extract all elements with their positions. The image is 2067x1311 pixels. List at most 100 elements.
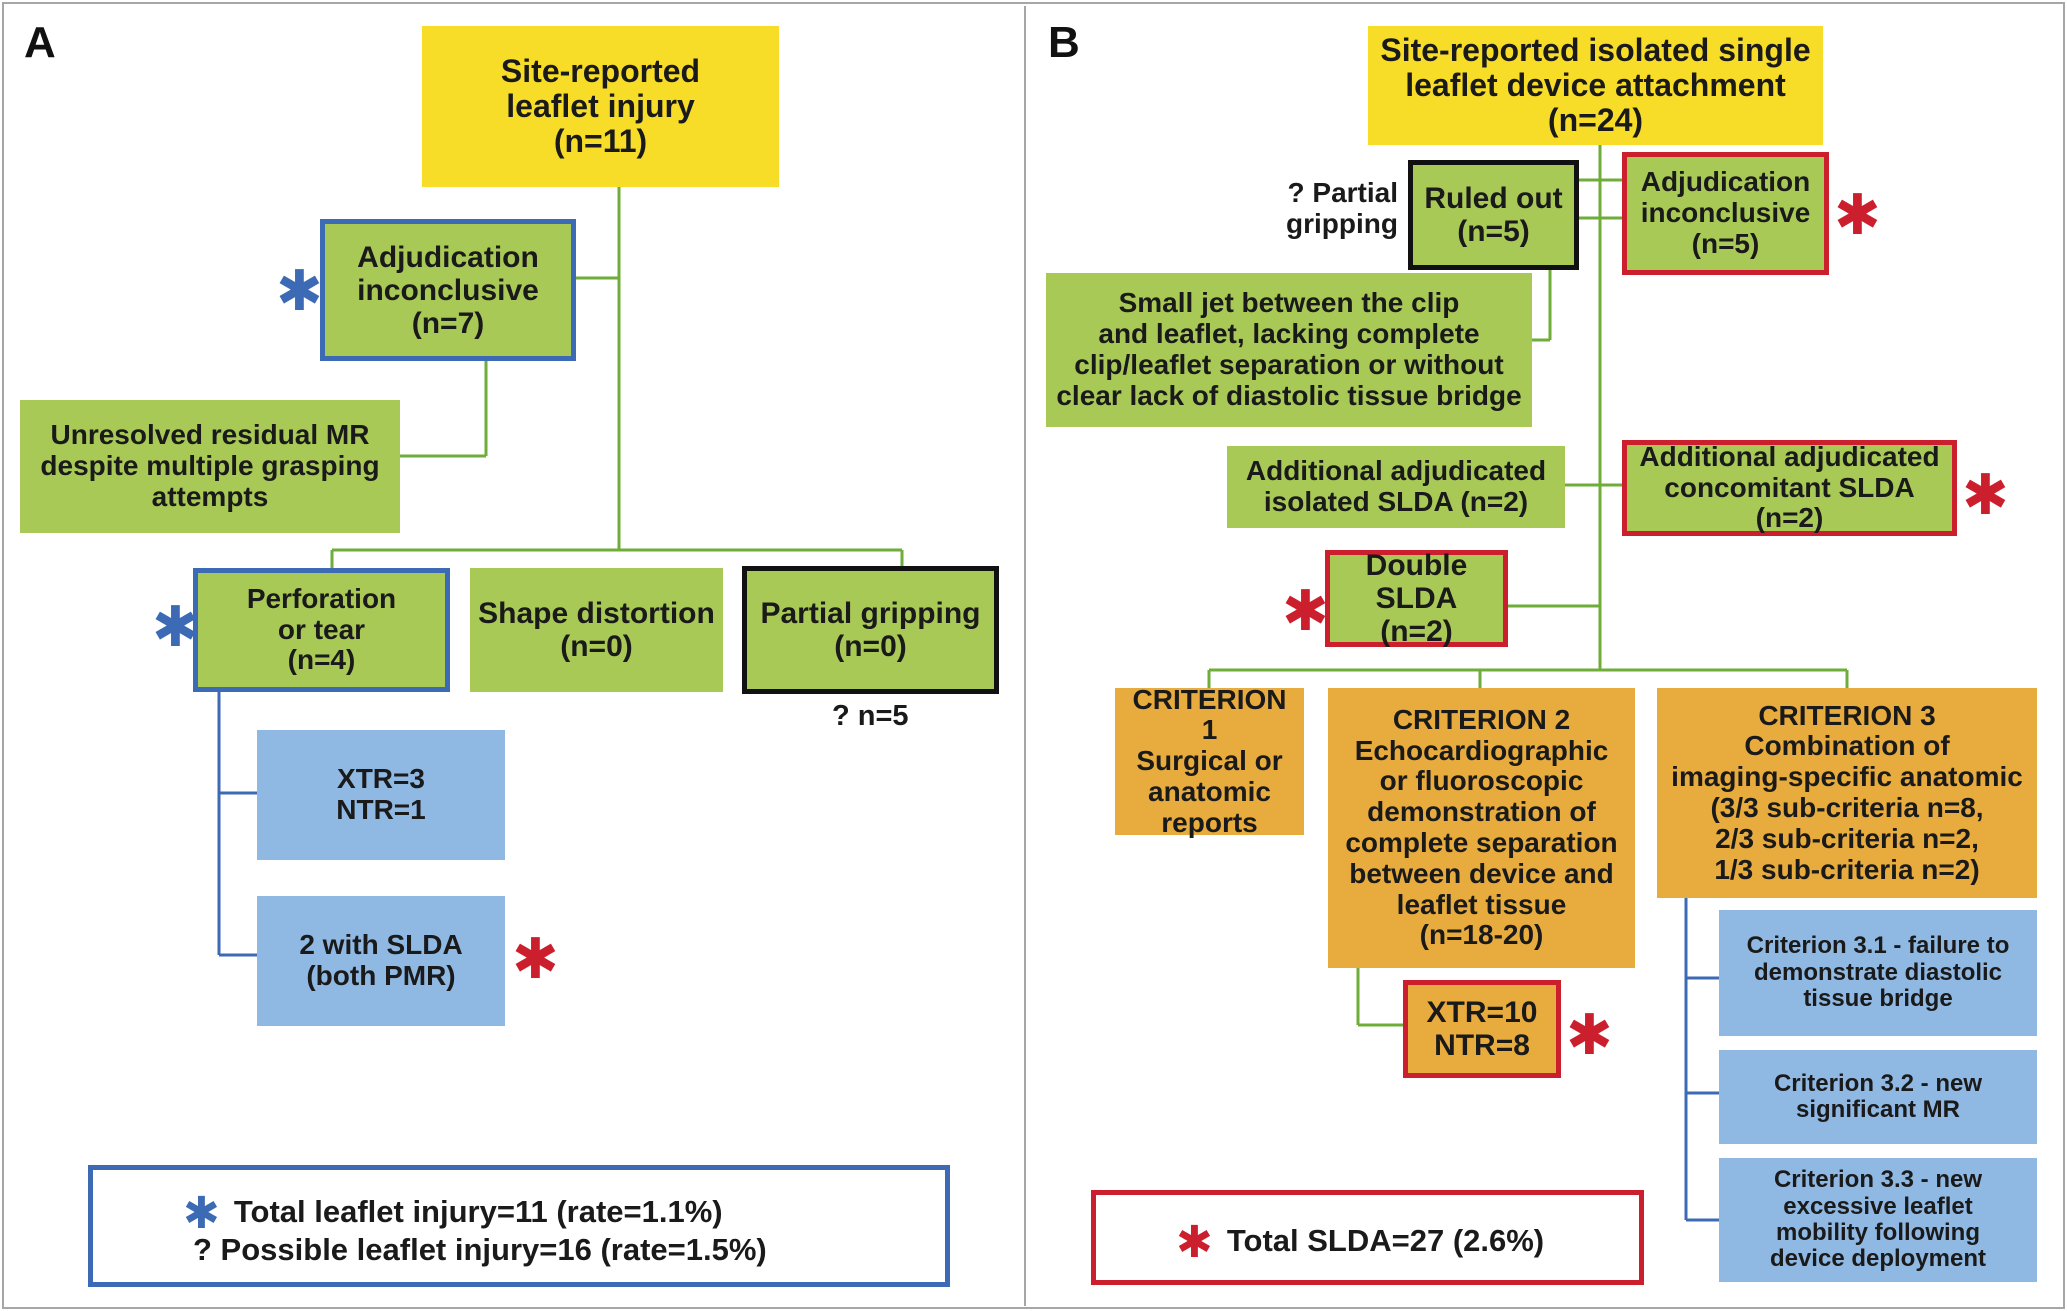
panel-b-concomitant-slda-box: Additional adjudicated concomitant SLDA … xyxy=(1622,440,1957,536)
panel-b-sub32-line1: Criterion 3.2 - new xyxy=(1773,1069,1983,1097)
panel-b-ruled-out-line2: (n=5) xyxy=(1457,215,1530,248)
panel-a-perforation-line1: Perforation xyxy=(246,582,397,614)
panel-a-legend: ✱Total leaflet injury=11 (rate=1.1%) ? P… xyxy=(88,1165,950,1287)
panel-b-sub32-line2: significant MR xyxy=(1795,1096,1960,1123)
red-asterisk-icon: ✱ xyxy=(512,927,559,992)
panel-b-criterion2-line7: leaflet tissue xyxy=(1396,888,1567,920)
panel-a-letter: A xyxy=(24,18,56,67)
panel-b-small-jet-line3: clip/leaflet separation or without xyxy=(1074,349,1504,380)
panel-b-sub31-line2: demonstrate diastolic xyxy=(1753,958,2003,986)
panel-b-sub33-box: Criterion 3.3 - new excessive leaflet mo… xyxy=(1719,1158,2037,1282)
blue-asterisk-icon: ✱ xyxy=(183,1188,220,1239)
panel-b-xtr-ntr-line1: XTR=10 xyxy=(1426,996,1538,1029)
red-asterisk-icon: ✱ xyxy=(1176,1217,1213,1268)
panel-b-double-slda-box: Double SLDA (n=2) xyxy=(1325,549,1508,648)
red-asterisk-icon: ✱ xyxy=(1282,579,1329,644)
panel-b-sub33-line3: mobility following xyxy=(1776,1219,1980,1246)
panel-b-criterion3-line3: imaging-specific anatomic xyxy=(1671,761,2023,793)
panel-b-concomitant-slda-line1: Additional adjudicated xyxy=(1639,440,1940,472)
panel-b-sub31-line1: Criterion 3.1 - failure to xyxy=(1746,932,2010,960)
panel-b-criterion2-box: CRITERION 2 Echocardiographic or fluoros… xyxy=(1328,688,1635,968)
panel-a-unresolved-line3: attempts xyxy=(151,480,269,512)
panel-b-adj-inconclusive-box: Adjudication inconclusive (n=5) xyxy=(1622,152,1829,275)
panel-divider xyxy=(1024,6,1026,1306)
panel-a-legend-row1: ✱Total leaflet injury=11 (rate=1.1%) xyxy=(183,1188,723,1239)
panel-a-shape-line2: (n=0) xyxy=(560,630,633,663)
panel-b-partial-gripping-line2: gripping xyxy=(1286,208,1398,240)
panel-b-double-slda-line2: (n=2) xyxy=(1380,615,1453,648)
panel-b-criterion3-line1: CRITERION 3 xyxy=(1758,699,1936,731)
panel-b-root-line3: (n=24) xyxy=(1547,102,1644,139)
panel-b-criterion2-line2: Echocardiographic xyxy=(1354,734,1609,766)
panel-a-partial-line2: (n=0) xyxy=(834,630,907,663)
panel-b-criterion1-line3: anatomic xyxy=(1148,775,1271,807)
panel-a-unresolved-line2: despite multiple grasping xyxy=(40,450,380,482)
panel-b-partial-gripping-line1: ? Partial xyxy=(1287,177,1398,208)
panel-a-adjudication-box: Adjudication inconclusive (n=7) xyxy=(320,219,576,361)
panel-b-sub33-line2: excessive leaflet xyxy=(1783,1192,1973,1220)
panel-b-criterion2-line6: between device and xyxy=(1349,857,1614,889)
panel-b-adj-inconclusive-line1: Adjudication xyxy=(1640,166,1811,198)
panel-b-ruled-out-box: Ruled out (n=5) xyxy=(1408,160,1579,270)
panel-b-criterion1-line4: reports xyxy=(1161,806,1258,838)
panel-a-adjudication-line2: inconclusive xyxy=(357,273,539,307)
panel-a-partial-line1: Partial gripping xyxy=(760,597,981,630)
panel-b-xtr-ntr-box: XTR=10 NTR=8 xyxy=(1403,980,1561,1078)
panel-a-slda-line2: (both PMR) xyxy=(306,960,456,991)
panel-a-xtr-line1: XTR=3 xyxy=(337,763,425,795)
panel-b-partial-gripping-label: ? Partial gripping xyxy=(1283,177,1398,240)
panel-a-unresolved-line1: Unresolved residual MR xyxy=(50,419,370,451)
panel-a-root-line3: (n=11) xyxy=(553,123,648,160)
panel-b-criterion2-line5: complete separation xyxy=(1345,827,1618,858)
blue-asterisk-icon: ✱ xyxy=(276,259,323,324)
panel-b-concomitant-slda-line2: concomitant SLDA (n=2) xyxy=(1664,471,1915,534)
panel-b-criterion2-line3: or fluoroscopic xyxy=(1379,765,1584,797)
panel-b-criterion2-line8: (n=18-20) xyxy=(1419,919,1544,951)
panel-b-small-jet-line4: clear lack of diastolic tissue bridge xyxy=(1056,379,1522,411)
panel-a-root-line1: Site-reported xyxy=(500,52,701,89)
panel-b-criterion3-line2: Combination of xyxy=(1744,730,1950,762)
panel-b-small-jet-line1: Small jet between the clip xyxy=(1118,287,1460,319)
panel-b-criterion2-line1: CRITERION 2 xyxy=(1392,703,1571,735)
panel-a-root-box: Site-reported leaflet injury (n=11) xyxy=(422,26,779,187)
panel-b-isolated-slda-line2: isolated SLDA (n=2) xyxy=(1263,486,1529,517)
panel-b-adj-inconclusive-line2: inconclusive xyxy=(1640,197,1811,229)
panel-b-isolated-slda-box: Additional adjudicated isolated SLDA (n=… xyxy=(1227,446,1565,528)
panel-b-sub33-line1: Criterion 3.3 - new xyxy=(1773,1166,1983,1194)
panel-a-perforation-line2: or tear xyxy=(277,613,366,645)
panel-b-sub33-line4: device deployment xyxy=(1769,1245,1987,1273)
panel-a-shape-line1: Shape distortion xyxy=(478,597,715,630)
panel-b-sub32-box: Criterion 3.2 - new significant MR xyxy=(1719,1050,2037,1144)
panel-a-partial-box: Partial gripping (n=0) xyxy=(742,566,999,694)
panel-b-legend-line1: Total SLDA=27 (2.6%) xyxy=(1226,1223,1545,1258)
panel-a-adjudication-line1: Adjudication xyxy=(357,240,539,274)
panel-a-perforation-box: Perforation or tear (n=4) xyxy=(193,568,450,692)
panel-b-sub31-line3: tissue bridge xyxy=(1803,985,1953,1013)
panel-a-slda-line1: 2 with SLDA xyxy=(299,929,463,961)
panel-a-unresolved-box: Unresolved residual MR despite multiple … xyxy=(20,400,400,533)
panel-b-root-line2: leaflet device attachment xyxy=(1405,66,1786,103)
panel-b-criterion3-line5: 2/3 sub-criteria n=2, xyxy=(1715,822,1979,854)
panel-a-slda-box: 2 with SLDA (both PMR) xyxy=(257,896,505,1026)
panel-b-double-slda-line1: Double SLDA xyxy=(1365,549,1468,615)
panel-a-legend-row2: ? Possible leaflet injury=16 (rate=1.5%) xyxy=(193,1232,767,1268)
panel-b-root-line1: Site-reported isolated single xyxy=(1380,31,1811,68)
panel-b-small-jet-line2: and leaflet, lacking complete xyxy=(1098,318,1480,350)
red-asterisk-icon: ✱ xyxy=(1834,183,1881,248)
panel-a-legend-line2: ? Possible leaflet injury=16 (rate=1.5%) xyxy=(193,1232,767,1267)
panel-a-perforation-line3: (n=4) xyxy=(287,644,356,676)
blue-asterisk-icon: ✱ xyxy=(152,595,199,660)
panel-b-criterion3-line6: 1/3 sub-criteria n=2) xyxy=(1714,853,1980,885)
panel-b-ruled-out-line1: Ruled out xyxy=(1424,182,1563,215)
panel-b-letter: B xyxy=(1048,18,1080,67)
panel-b-legend: ✱ Total SLDA=27 (2.6%) xyxy=(1091,1190,1644,1285)
panel-b-isolated-slda-line1: Additional adjudicated xyxy=(1245,455,1547,487)
panel-b-criterion3-line4: (3/3 sub-criteria n=8, xyxy=(1710,792,1984,823)
panel-b-criterion3-box: CRITERION 3 Combination of imaging-speci… xyxy=(1657,688,2037,898)
red-asterisk-icon: ✱ xyxy=(1962,463,2009,528)
panel-a-root-line2: leaflet injury xyxy=(506,87,695,124)
panel-a-shape-box: Shape distortion (n=0) xyxy=(470,568,723,692)
